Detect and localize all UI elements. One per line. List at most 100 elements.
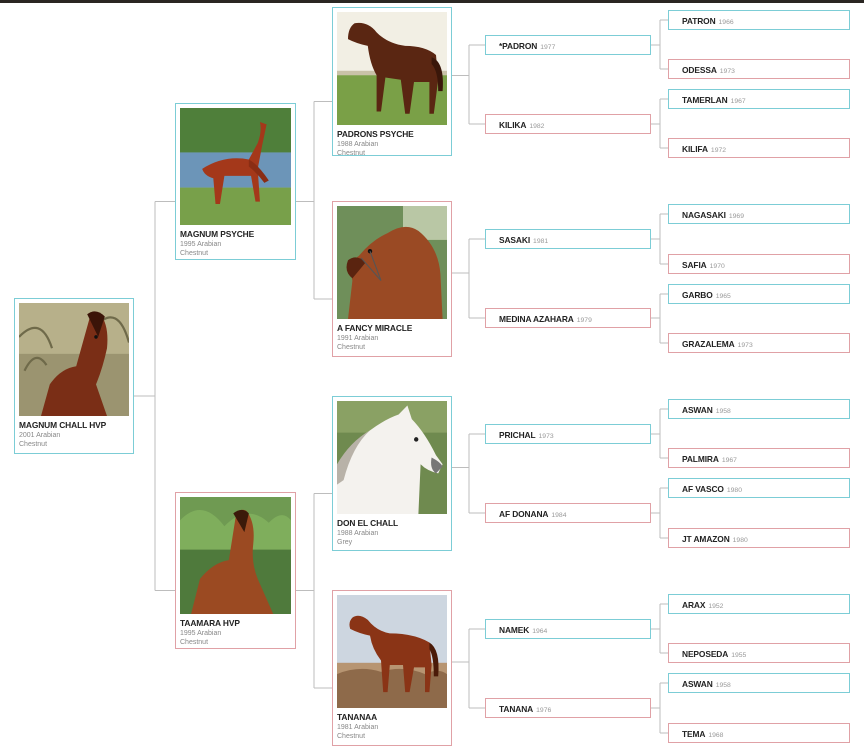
horse-year-breed: 1988 Arabian (337, 141, 379, 148)
horse-name: KILIKA (499, 120, 527, 130)
horse-color: Chestnut (180, 250, 209, 257)
chestnut-stallion-by-lake-photo (180, 108, 291, 225)
horse-name: GARBO (682, 290, 713, 300)
horse-year: 1958 (715, 408, 731, 415)
horse-year: 1964 (532, 628, 548, 635)
top-bar (0, 0, 864, 3)
horse-color: Chestnut (337, 344, 366, 351)
horse-year: 1965 (715, 293, 731, 300)
grey-stallion-head-photo (337, 401, 447, 514)
horse-name: TAMERLAN (682, 95, 728, 105)
horse-color: Chestnut (337, 733, 366, 740)
horse-name: PADRONS PSYCHE (337, 129, 414, 139)
horse-year-breed: 1995 Arabian (180, 241, 222, 248)
horse-year: 1968 (708, 732, 724, 739)
horse-year: 1981 (533, 238, 549, 245)
horse-year-breed: 2001 Arabian (19, 432, 61, 439)
horse-name: ARAX (682, 600, 706, 610)
horse-year: 1979 (576, 317, 592, 324)
horse-year: 1969 (728, 213, 744, 220)
horse-name: *PADRON (499, 41, 538, 51)
horse-year: 1958 (715, 682, 731, 689)
horse-name: NAGASAKI (682, 210, 726, 220)
horse-name: ODESSA (682, 65, 717, 75)
horse-name: NEPOSEDA (682, 649, 729, 659)
horse-year-breed: 1988 Arabian (337, 530, 379, 537)
horse-year: 1967 (730, 98, 746, 105)
horse-name: DON EL CHALL (337, 518, 398, 528)
horse-name: SAFIA (682, 260, 707, 270)
horse-year: 1967 (721, 457, 737, 464)
horse-year: 1955 (731, 652, 747, 659)
horse-name: ASWAN (682, 405, 713, 415)
horse-name: MAGNUM PSYCHE (180, 229, 255, 239)
horse-year: 1977 (540, 44, 556, 51)
horse-name: ASWAN (682, 679, 713, 689)
horse-year-breed: 1995 Arabian (180, 630, 222, 637)
horse-name: A FANCY MIRACLE (337, 323, 413, 333)
horse-name: TAAMARA HVP (180, 618, 240, 628)
horse-name: PALMIRA (682, 454, 719, 464)
horse-name: TEMA (682, 729, 706, 739)
horse-year: 1973 (719, 68, 735, 75)
horse-name: PRICHAL (499, 430, 536, 440)
horse-year: 1982 (529, 123, 545, 130)
horse-name: AF DONANA (499, 509, 549, 519)
horse-year: 1970 (709, 263, 725, 270)
stallion-show-stance-photo (337, 12, 447, 125)
horse-year: 1976 (536, 707, 552, 714)
horse-color: Chestnut (180, 639, 209, 646)
horse-year-breed: 1981 Arabian (337, 724, 379, 731)
horse-name: AF VASCO (682, 484, 724, 494)
chestnut-stallion-close-up-photo (19, 303, 129, 416)
chestnut-mare-portrait-photo (180, 497, 291, 614)
horse-name: GRAZALEMA (682, 339, 735, 349)
horse-name: SASAKI (499, 235, 531, 245)
horse-year: 1972 (710, 147, 727, 154)
horse-year: 1973 (538, 433, 554, 440)
horse-name: TANANAA (337, 712, 378, 722)
horse-name: NAMEK (499, 625, 530, 635)
chestnut-mare-standing-photo (337, 595, 447, 708)
horse-name: MEDINA AZAHARA (499, 314, 574, 324)
horse-year: 1984 (551, 512, 567, 519)
horse-year: 1966 (718, 19, 734, 26)
horse-name: KILIFA (682, 144, 708, 154)
chestnut-head-shot-photo (337, 206, 447, 319)
horse-color: Grey (337, 539, 353, 546)
horse-year: 1980 (726, 487, 742, 494)
horse-color: Chestnut (19, 441, 48, 448)
